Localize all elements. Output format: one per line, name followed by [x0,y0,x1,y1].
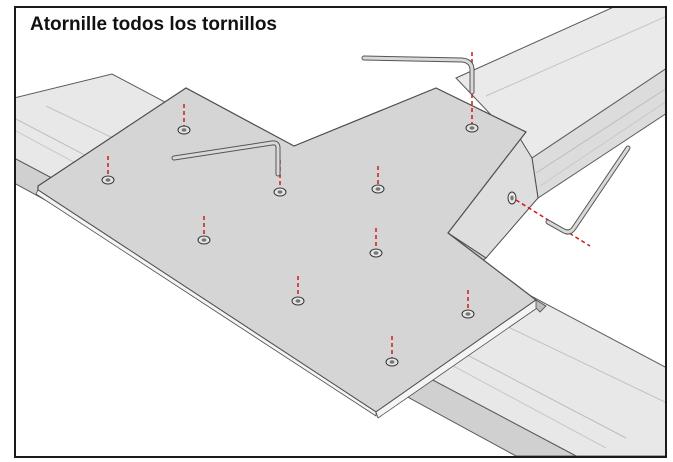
screw-2 [101,156,115,185]
screw-6 [197,216,211,245]
hex-key-center-icon [171,140,281,177]
instruction-title: Atornille todos los tornillos [16,8,295,42]
hex-key-side-icon [545,145,631,235]
screw-7 [369,228,383,258]
screw-8 [291,276,305,306]
screw-9 [461,290,475,319]
screw-4 [371,166,385,194]
hex-key-top-icon [361,55,475,95]
screw-1 [177,104,191,135]
cross-rail [455,8,665,199]
mounting-plate [35,87,547,419]
diagram-frame: Atornille todos los tornillos [14,6,667,458]
hex-keys [171,55,631,235]
screw-10 [385,336,399,367]
assembly-illustration [16,8,665,456]
